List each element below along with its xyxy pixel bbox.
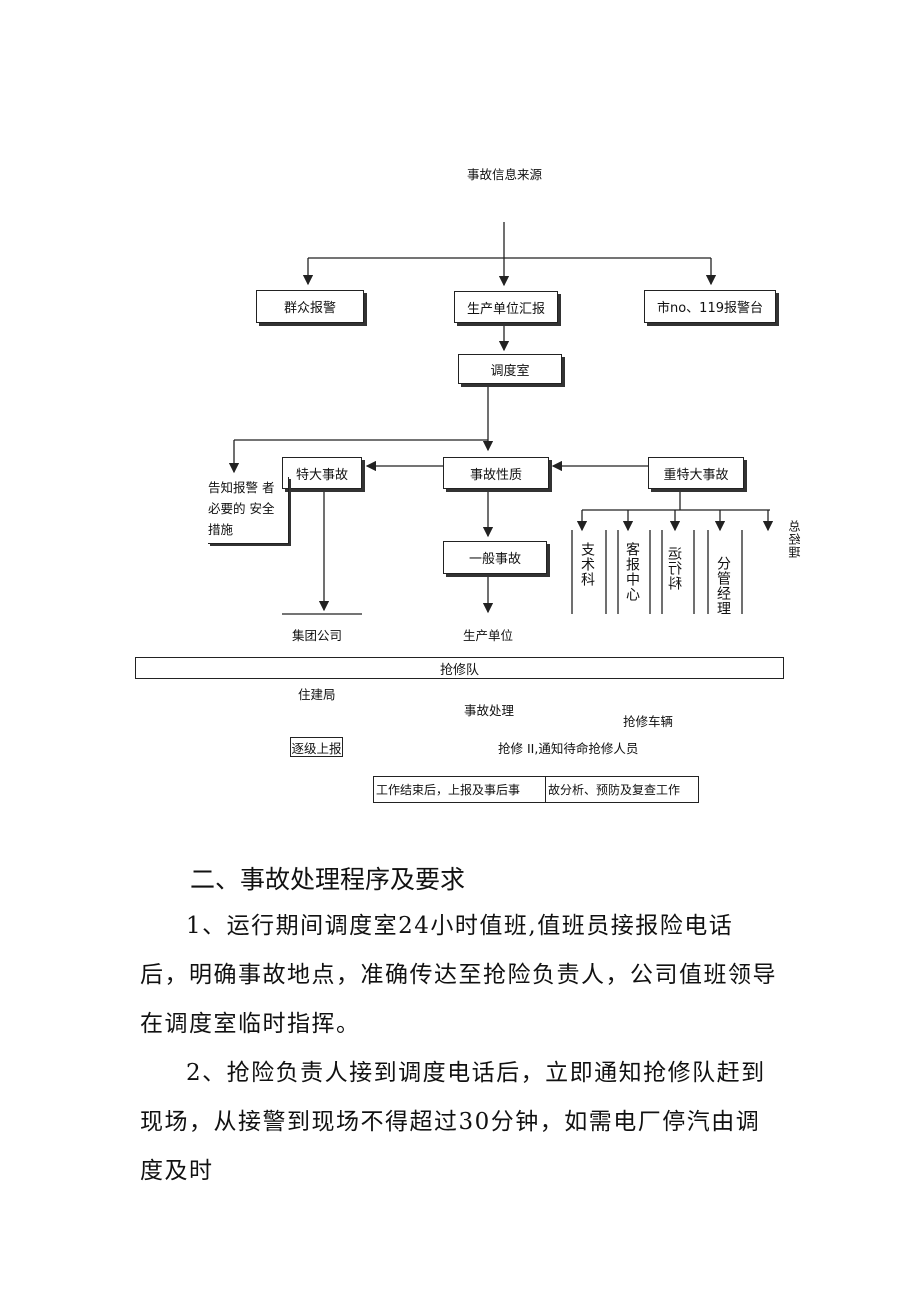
ops-dept-label: 运行科 — [668, 546, 684, 591]
production-unit-label: 生产单位 — [463, 628, 514, 643]
after-work-right: 故分析、预防及复查工作 — [548, 783, 681, 797]
after-work-left: 工作结束后，上报及事后事 — [374, 777, 546, 802]
report-up-box: 逐级上报 — [290, 737, 343, 757]
accident-handling-label: 事故处理 — [464, 703, 515, 718]
after-work-box: 工作结束后，上报及事后事 故分析、预防及复查工作 — [373, 776, 699, 803]
repair-team-box: 抢修队 — [135, 657, 784, 679]
branch-manager-label: 分管经理 — [715, 556, 731, 616]
accident-nature-box: 事故性质 — [443, 457, 549, 489]
public-alarm-box: 群众报警 — [256, 290, 364, 323]
manager-partial-label: 总经理 — [788, 520, 802, 559]
group-company-label: 集团公司 — [292, 628, 343, 643]
repair-vehicle-label: 抢修车辆 — [623, 714, 674, 729]
repair-notify-label: 抢修 II,通知待命抢修人员 — [498, 741, 639, 756]
serious-major-accident-box: 重特大事故 — [648, 457, 744, 489]
flowchart-connectors — [228, 222, 774, 615]
tech-dept-label: 支术科 — [579, 542, 595, 587]
city-119-box: 市no、119报警台 — [644, 290, 776, 323]
source-label: 事故信息来源 — [467, 167, 543, 182]
housing-bureau-label: 住建局 — [298, 687, 336, 702]
general-accident-box: 一般事故 — [443, 541, 547, 574]
production-report-box: 生产单位汇报 — [454, 291, 558, 323]
major-accident-box: 特大事故 — [282, 457, 362, 489]
paragraph-2: 2、抢险负责人接到调度电话后，立即通知抢修队赶到现场，从接警到现场不得超过30分… — [140, 1060, 766, 1184]
notify-safety-box: 告知报警 者 必要的 安全 措施 — [208, 477, 289, 544]
notify-safety-text: 告知报警 者 必要的 安全 措施 — [208, 480, 275, 537]
customer-center-label: 客报中心 — [624, 542, 640, 602]
section-heading: 二、事故处理程序及要求 — [190, 865, 466, 894]
paragraph-1: 1、运行期间调度室24小时值班,值班员接报险电话后，明确事故地点，准确传达至抢险… — [140, 913, 777, 1037]
dispatch-room-box: 调度室 — [458, 354, 562, 384]
